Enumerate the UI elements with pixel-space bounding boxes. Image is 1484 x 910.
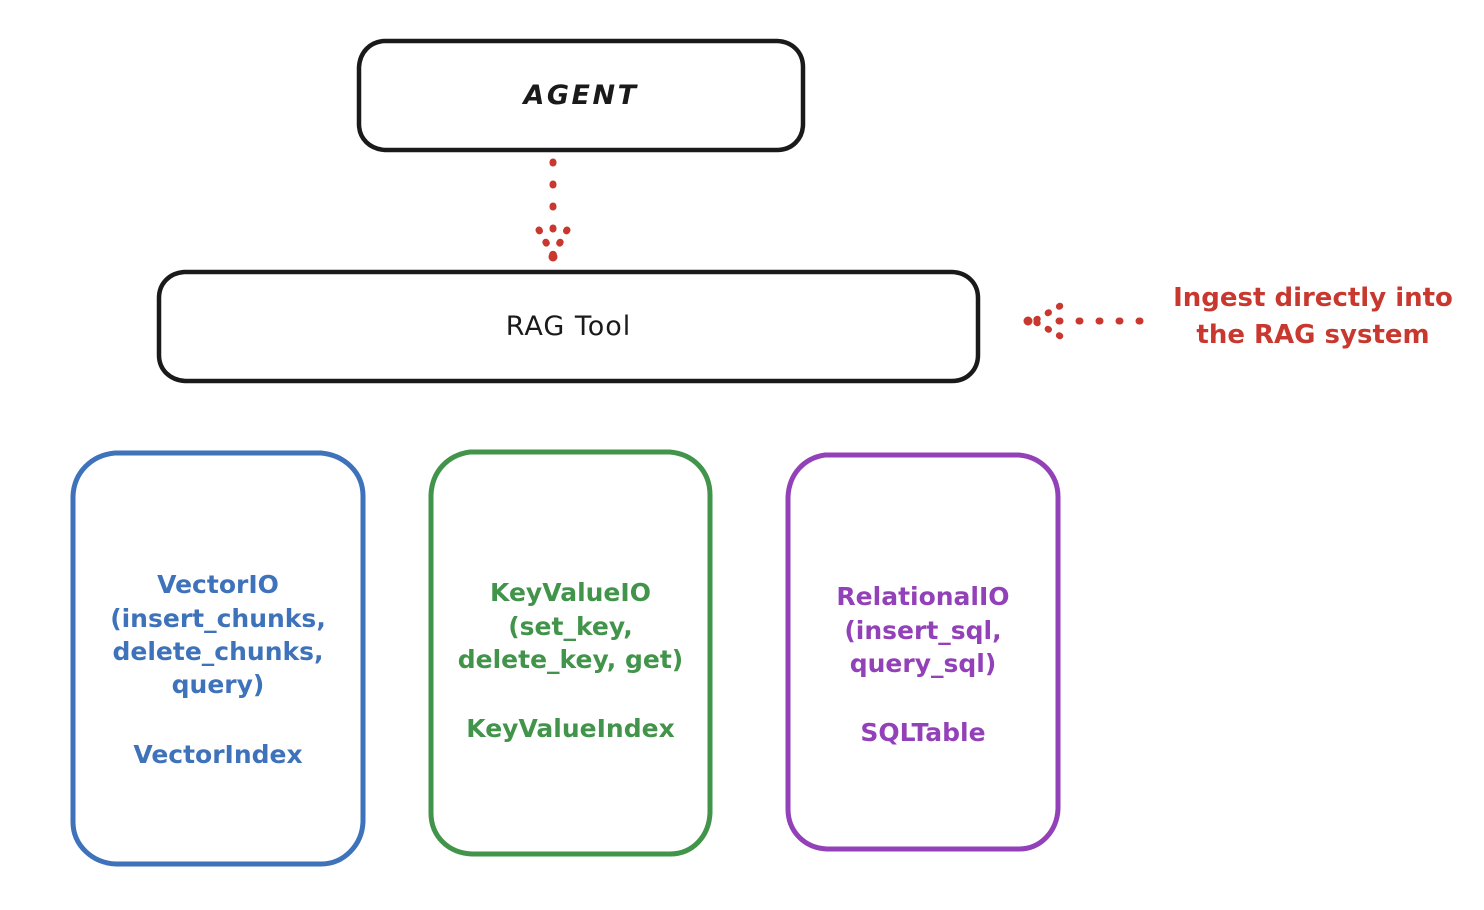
node-agent[interactable]: AGENT <box>356 38 806 153</box>
node-relational-io-label: RelationalIO (insert_sql, query_sql) <box>836 582 1010 678</box>
node-agent-label: AGENT <box>523 79 639 111</box>
node-vector-io-text: VectorIO (insert_chunks, delete_chunks, … <box>110 535 326 804</box>
node-relational-io-sublabel: SQLTable <box>860 718 986 748</box>
edge-agent-to-rag-tool-arrow <box>535 158 571 262</box>
edge-ingest-note-to-rag-tool-arrow <box>1023 302 1144 340</box>
node-relational-io[interactable]: RelationalIO (insert_sql, query_sql) SQL… <box>785 452 1061 852</box>
node-vector-io-label: VectorIO (insert_chunks, delete_chunks, … <box>110 570 326 699</box>
node-key-value-io[interactable]: KeyValueIO (set_key, delete_key, get) Ke… <box>428 448 713 857</box>
node-key-value-io-text: KeyValueIO (set_key, delete_key, get) Ke… <box>458 543 683 779</box>
node-relational-io-text: RelationalIO (insert_sql, query_sql) SQL… <box>836 547 1009 783</box>
node-rag-tool[interactable]: RAG Tool <box>156 269 981 384</box>
node-vector-io-sublabel: VectorIndex <box>133 739 303 769</box>
node-vector-io[interactable]: VectorIO (insert_chunks, delete_chunks, … <box>70 450 366 867</box>
node-key-value-io-label: KeyValueIO (set_key, delete_key, get) <box>457 578 684 674</box>
node-rag-tool-label: RAG Tool <box>505 310 632 342</box>
node-key-value-io-sublabel: KeyValueIndex <box>466 714 675 744</box>
annotation-ingest-note: Ingest directly into the RAG system <box>1173 283 1453 350</box>
